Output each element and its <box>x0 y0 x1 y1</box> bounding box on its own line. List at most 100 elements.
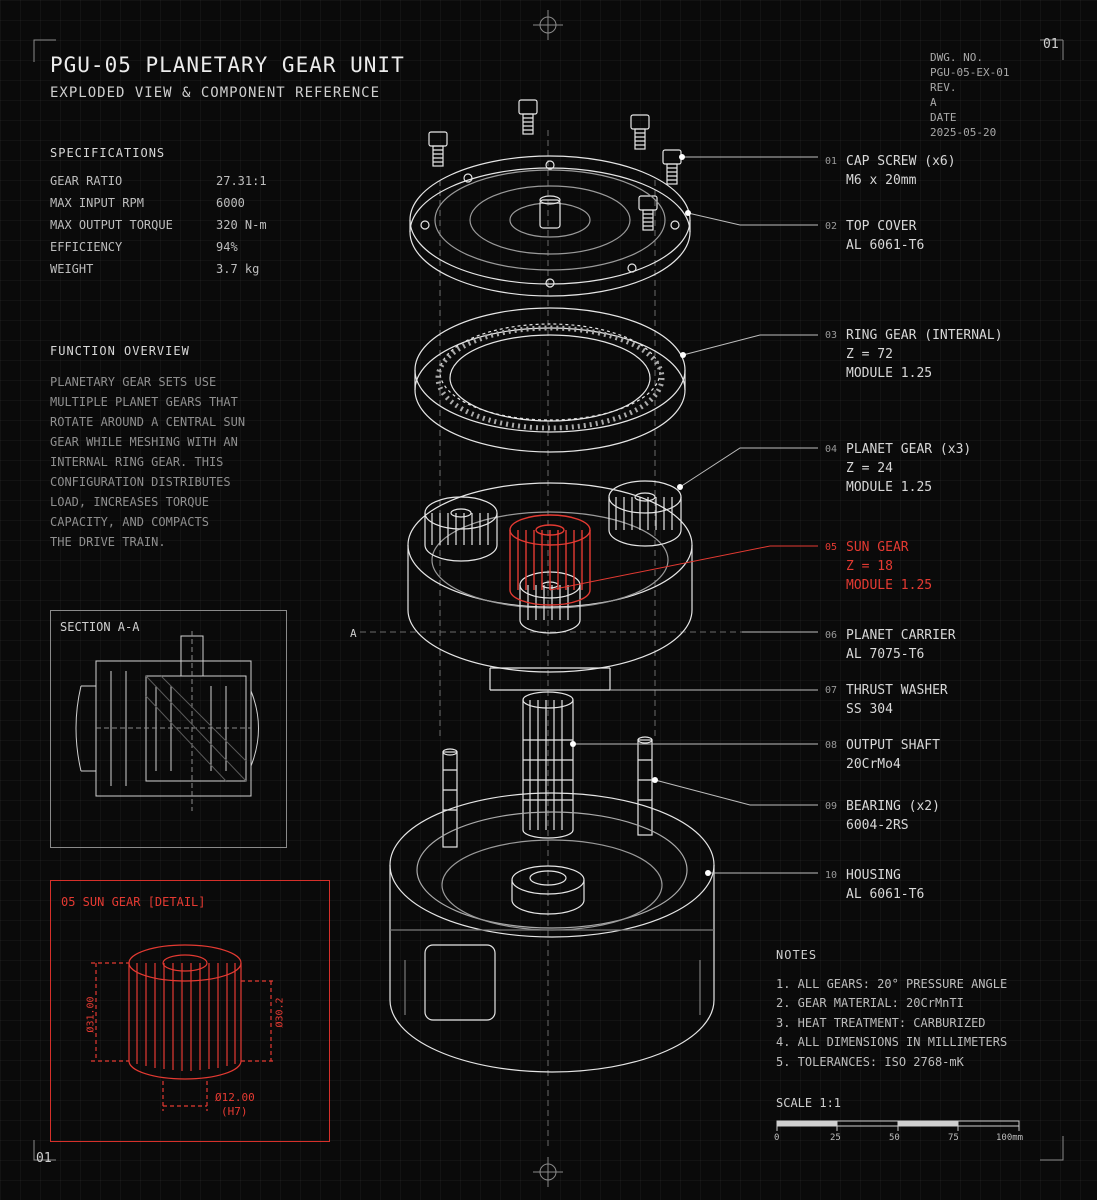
detail-dim-bore: Ø12.00 <box>215 1091 255 1104</box>
section-view-drawing <box>75 631 259 811</box>
scale-tick: 75 <box>948 1133 959 1143</box>
function-line: MULTIPLE PLANET GEARS THAT <box>50 395 238 409</box>
crosshair-top <box>533 10 563 40</box>
callout-spec: Z = 18 <box>846 559 893 574</box>
callout-number: 01 <box>825 156 838 167</box>
leader-lines <box>573 156 818 874</box>
callout-number: 06 <box>825 630 838 641</box>
callout-number: 08 <box>825 740 838 751</box>
callout-spec: SS 304 <box>846 702 893 717</box>
spec-value: 27.31:1 <box>216 174 267 188</box>
ring-gear <box>414 307 686 453</box>
note-item: 5. TOLERANCES: ISO 2768-mK <box>776 1055 964 1069</box>
callout-spec: 20CrMo4 <box>846 757 901 772</box>
scale-tick: 0 <box>774 1133 780 1143</box>
section-marker-left: A <box>350 627 357 640</box>
spec-key: GEAR RATIO <box>50 174 123 188</box>
sheet-number-bottom: 01 <box>36 1151 52 1166</box>
callout-title: CAP SCREW (x6) <box>846 154 956 169</box>
sheet-number-top: 01 <box>1043 37 1059 52</box>
callout-number: 03 <box>825 330 838 341</box>
spec-value: 320 N-m <box>216 218 267 232</box>
callout-number: 05 <box>825 542 838 553</box>
scale-tick: 100mm <box>996 1133 1024 1143</box>
dwg-value: PGU-05-EX-01 <box>930 66 1010 79</box>
callout-number: 09 <box>825 801 838 812</box>
spec-value: 6000 <box>216 196 245 210</box>
callout-title: PLANET GEAR (x3) <box>846 442 972 457</box>
planet-gear-left <box>424 496 498 562</box>
detail-dim-right: Ø30.2 <box>274 997 286 1028</box>
frame-corner-br <box>1040 1136 1064 1161</box>
spec-key: WEIGHT <box>50 262 94 276</box>
callout-title: OUTPUT SHAFT <box>846 738 940 753</box>
callout-title: TOP COVER <box>846 219 917 234</box>
spec-value: 94% <box>216 240 238 254</box>
date-label: DATE <box>930 111 957 124</box>
frame-corner-tl <box>33 39 56 62</box>
note-item: 3. HEAT TREATMENT: CARBURIZED <box>776 1016 986 1030</box>
section-view-box: SECTION A-A <box>50 610 287 848</box>
callout-spec: M6 x 20mm <box>846 173 917 188</box>
callout-title: RING GEAR (INTERNAL) <box>846 328 1003 343</box>
callout-spec: AL 7075-T6 <box>846 647 925 662</box>
callout-number: 02 <box>825 221 838 232</box>
callout-title: PLANET CARRIER <box>846 628 956 643</box>
note-item: 2. GEAR MATERIAL: 20CrMnTI <box>776 996 964 1010</box>
planet-gear-right <box>608 480 682 547</box>
top-cover <box>409 155 691 297</box>
scale-tick: 50 <box>889 1133 900 1143</box>
note-item: 1. ALL GEARS: 20° PRESSURE ANGLE <box>776 977 1008 991</box>
dwg-label: DWG. NO. <box>930 51 983 64</box>
rev-value: A <box>930 96 937 109</box>
housing <box>389 792 715 1073</box>
planet-carrier <box>407 482 693 691</box>
callout-spec: MODULE 1.25 <box>846 366 933 381</box>
callout-number: 07 <box>825 685 838 696</box>
function-line: LOAD, INCREASES TORQUE <box>50 495 209 509</box>
output-shaft <box>522 691 574 839</box>
callout-spec: AL 6061-T6 <box>846 238 925 253</box>
function-line: PLANETARY GEAR SETS USE <box>50 375 217 389</box>
callout-title: SUN GEAR <box>846 540 909 555</box>
function-line: THE DRIVE TRAIN. <box>50 535 166 549</box>
function-overview-heading: FUNCTION OVERVIEW <box>50 344 190 358</box>
detail-dim-left: Ø31.00 <box>85 996 97 1033</box>
callout-title: HOUSING <box>846 868 901 883</box>
page-subtitle: EXPLODED VIEW & COMPONENT REFERENCE <box>50 85 381 101</box>
scale-label: SCALE 1:1 <box>776 1096 842 1110</box>
spec-key: MAX OUTPUT TORQUE <box>50 218 173 232</box>
date-value: 2025-05-20 <box>930 126 997 139</box>
crosshair-bottom <box>533 1157 563 1187</box>
callout-title: BEARING (x2) <box>846 799 940 814</box>
callout-spec: Z = 24 <box>846 461 893 476</box>
notes-heading: NOTES <box>776 948 818 962</box>
function-line: CAPACITY, AND COMPACTS <box>50 515 209 529</box>
page-title: PGU-05 PLANETARY GEAR UNIT <box>50 53 405 77</box>
spec-key: EFFICIENCY <box>50 240 123 254</box>
callout-number: 10 <box>825 870 838 881</box>
spec-value: 3.7 kg <box>216 262 260 276</box>
callout-spec: Z = 72 <box>846 347 893 362</box>
sun-gear-detail-drawing <box>91 944 276 1111</box>
detail-dim-bore-fit: (H7) <box>221 1105 248 1118</box>
cap-screws <box>428 99 682 231</box>
callout-number: 04 <box>825 444 838 455</box>
bearing-pins <box>442 736 653 848</box>
function-line: ROTATE AROUND A CENTRAL SUN <box>50 415 246 429</box>
sun-gear-highlight <box>509 514 591 606</box>
rev-label: REV. <box>930 81 957 94</box>
function-line: INTERNAL RING GEAR. THIS <box>50 455 224 469</box>
callout-spec: AL 6061-T6 <box>846 887 925 902</box>
callout-spec: MODULE 1.25 <box>846 480 933 495</box>
sun-gear-detail-box: 05 SUN GEAR [DETAIL] Ø31.00 Ø30.2 Ø12.00… <box>50 880 330 1142</box>
note-item: 4. ALL DIMENSIONS IN MILLIMETERS <box>776 1035 1008 1049</box>
spec-key: MAX INPUT RPM <box>50 196 144 210</box>
function-line: CONFIGURATION DISTRIBUTES <box>50 475 231 489</box>
scale-tick: 25 <box>830 1133 841 1143</box>
specifications-heading: SPECIFICATIONS <box>50 146 166 160</box>
callout-spec: MODULE 1.25 <box>846 578 933 593</box>
detail-title: 05 SUN GEAR [DETAIL] <box>61 895 206 909</box>
function-overview-text: PLANETARY GEAR SETS USE MULTIPLE PLANET … <box>50 372 280 552</box>
